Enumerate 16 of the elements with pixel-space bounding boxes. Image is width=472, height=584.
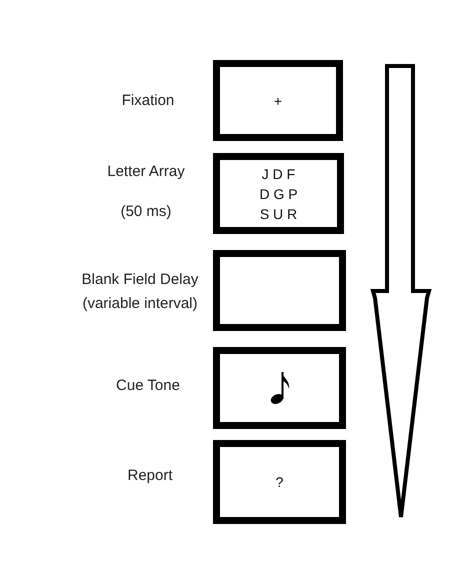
fixation-cross: + [274, 92, 282, 110]
display-frame [213, 60, 343, 141]
display-frame [213, 440, 346, 524]
stage-label: Letter Array [107, 162, 185, 182]
stage-label: Blank Field Delay (variable interval) [80, 270, 200, 314]
letter-row-text: J D F [262, 164, 296, 184]
letter-row-text: S U R [260, 204, 298, 224]
display-frame [213, 250, 346, 331]
display-frame [213, 153, 344, 234]
question-mark: ? [276, 473, 284, 492]
letter-row-text: D G P [259, 184, 298, 204]
stage-label: Report [127, 466, 173, 486]
stage-label: Cue Tone [116, 376, 180, 396]
stage-label: Fixation [122, 91, 174, 111]
display-frame [213, 347, 346, 429]
stage-label: (50 ms) [120, 202, 172, 222]
